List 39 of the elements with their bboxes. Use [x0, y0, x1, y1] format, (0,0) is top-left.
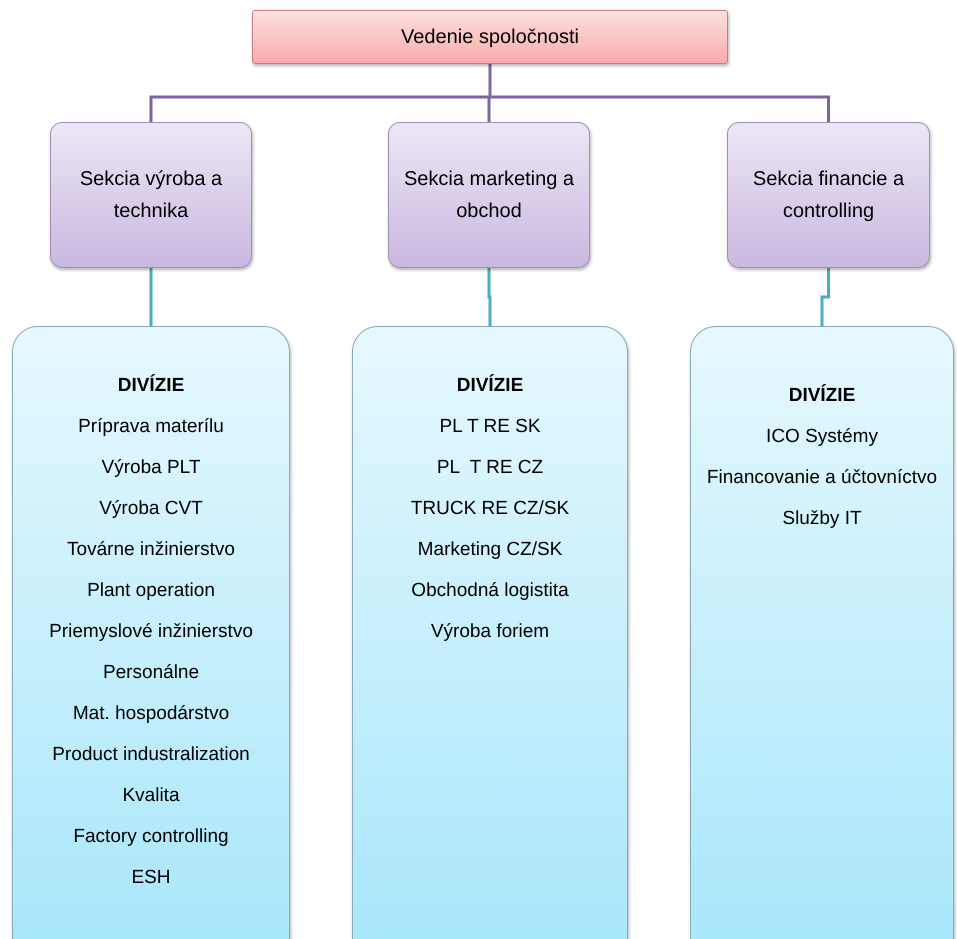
list-heading: DIVÍZIE: [456, 373, 524, 398]
division-item: ICO Systémy: [766, 424, 878, 448]
section-box: [727, 122, 930, 268]
division-item: Marketing CZ/SK: [418, 538, 562, 562]
division-item: Továrne inžinierstvo: [67, 538, 235, 562]
division-item: Product industralization: [52, 742, 250, 766]
division-item: Výroba PLT: [102, 456, 200, 480]
box-title: Sekcia marketing a obchod: [402, 167, 576, 224]
division-item: Personálne: [102, 660, 200, 684]
division-item: Factory controlling: [73, 824, 229, 848]
connector-line: [488, 268, 492, 326]
division-item: Výroba foriem: [430, 620, 550, 644]
section-box: [388, 122, 590, 268]
division-item: PL T RE CZ: [436, 456, 544, 480]
division-item: Obchodná logistita: [411, 578, 569, 602]
division-list-box: [12, 326, 290, 939]
box-title: Sekcia výroba a technika: [78, 167, 224, 224]
division-item: Kvalita: [122, 784, 180, 808]
box-title: Vedenie spoločnosti: [401, 25, 579, 50]
division-item: Priemyslové inžinierstvo: [49, 620, 253, 644]
division-item: Služby IT: [782, 506, 862, 530]
division-item: Financovanie a účtovníctvo: [706, 466, 938, 490]
connector-line: [150, 268, 152, 326]
section-box: [50, 122, 252, 268]
division-item: Výroba CVT: [99, 496, 203, 520]
connector-line: [820, 268, 830, 326]
connector-line: [488, 64, 830, 122]
division-item: Plant operation: [87, 578, 215, 602]
division-item: Mat. hospodárstvo: [72, 702, 230, 726]
list-heading: DIVÍZIE: [788, 383, 856, 408]
division-item: Príprava materílu: [78, 414, 224, 438]
division-item: ESH: [131, 866, 171, 890]
division-item: PL T RE SK: [439, 414, 541, 438]
management-box: [252, 10, 728, 64]
division-list-box: [352, 326, 628, 939]
division-item: TRUCK RE CZ/SK: [410, 496, 570, 520]
box-title: Sekcia financie a controlling: [752, 167, 906, 224]
list-heading: DIVÍZIE: [118, 373, 184, 398]
division-list-box: [690, 326, 954, 939]
